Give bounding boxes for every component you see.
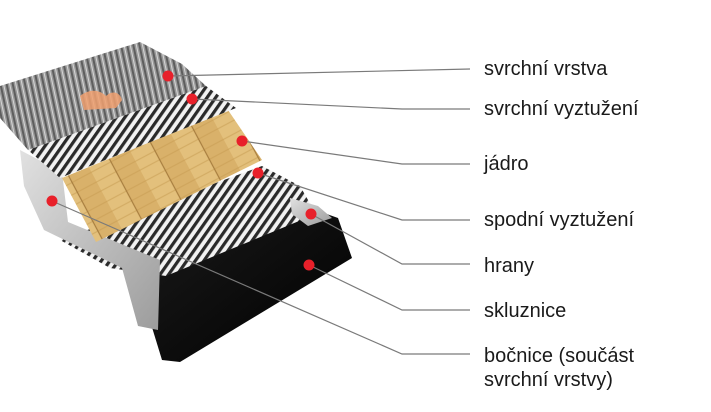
marker-edges — [305, 208, 317, 220]
leader-line-bottom-reinforcement — [257, 172, 470, 221]
leader-line-sidewall — [51, 200, 470, 355]
label-top-layer: svrchní vrstva — [484, 58, 608, 80]
label-sidewall: bočnice (součást svrchní vrstvy) — [484, 344, 634, 392]
top-sheet-highlight — [80, 90, 122, 110]
marker-top-layer — [162, 70, 174, 82]
label-sidewall-line2: svrchní vrstvy) — [484, 369, 613, 391]
marker-sidewall — [46, 195, 58, 207]
marker-base — [303, 259, 315, 271]
marker-bottom-reinforcement — [252, 167, 264, 179]
label-base: skluznice — [484, 300, 567, 322]
label-top-reinforcement: svrchní vyztužení — [484, 98, 639, 120]
leader-line-top-reinforcement — [191, 98, 470, 110]
wood-core-shape — [62, 110, 262, 242]
leader-line-base — [308, 264, 470, 311]
marker-core — [236, 135, 248, 147]
label-core: jádro — [484, 153, 529, 175]
top-reinforcement-shape — [28, 86, 236, 178]
leader-line-core — [241, 140, 470, 165]
label-sidewall-line1: bočnice (součást — [484, 345, 635, 367]
marker-top-reinforcement — [186, 93, 198, 105]
leader-line-edges — [310, 213, 470, 265]
label-edges: hrany — [484, 255, 535, 277]
label-bottom-reinforcement: spodní vyztužení — [484, 209, 635, 231]
leader-line-top-layer — [167, 68, 471, 77]
left-edge-shape — [20, 150, 160, 330]
